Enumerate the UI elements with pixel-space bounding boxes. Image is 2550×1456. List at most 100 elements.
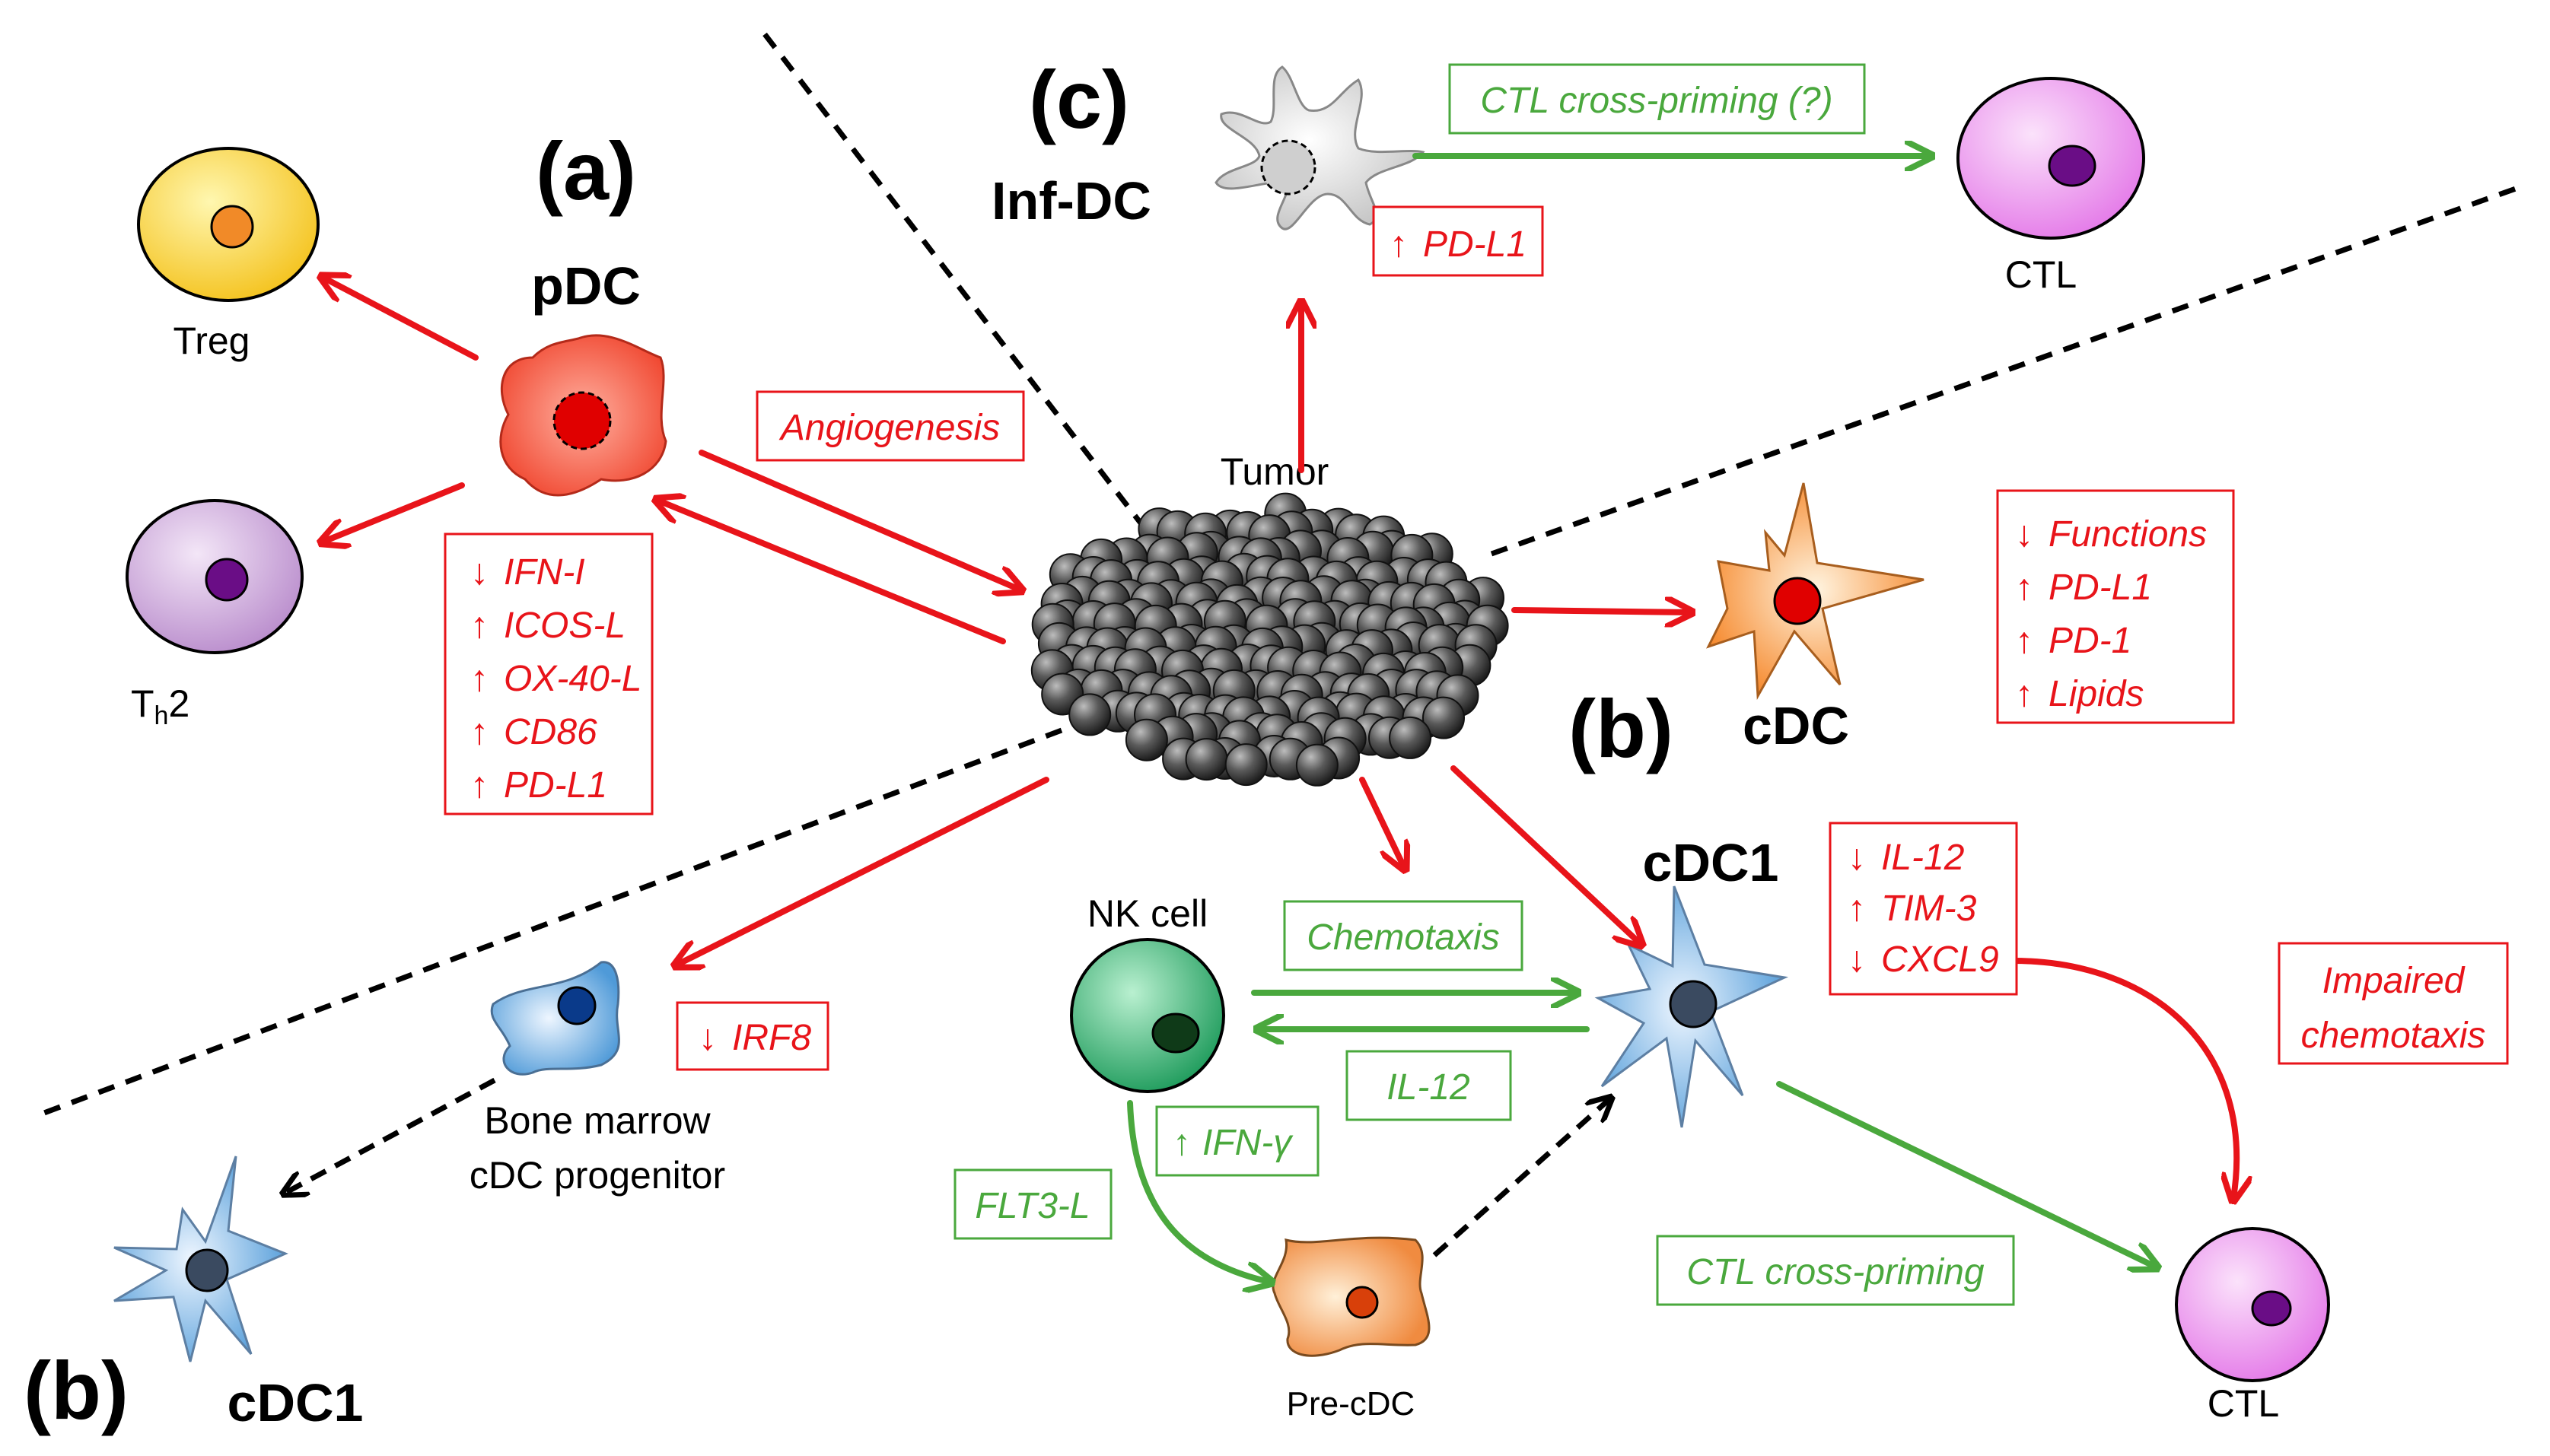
pdc-marker-arrow-up-icon: ↑ (470, 659, 489, 699)
inf-dc-label: Inf-DC (992, 171, 1151, 230)
tumor-cell-ball (1422, 696, 1465, 739)
il12-box (1345, 1050, 1512, 1121)
pdc-marker-arrow-up-icon: ↑ (470, 765, 489, 806)
th2-label-sub: h (154, 701, 169, 730)
tumor-cell-ball (1125, 718, 1168, 761)
dashed-separators (37, 32, 2528, 1118)
label-boxes (444, 63, 2509, 1306)
arrow-progenitor-to-cdc1 (285, 1077, 496, 1193)
tumor-cell-ball (1185, 738, 1228, 781)
pdc-marker-arrow-up-icon: ↑ (470, 606, 489, 646)
cdc-markers-box (1996, 489, 2235, 724)
green-arrows (1127, 156, 2155, 1282)
th2-label-main: T (131, 682, 154, 725)
ctl-bottom-cell (2175, 1227, 2330, 1382)
cdc1-marker-label: TIM-3 (1881, 889, 1977, 929)
arrow-pdc-to-treg (323, 278, 479, 361)
cdc-marker-arrow-up-icon: ↑ (2015, 621, 2033, 661)
cdc1-marker-arrow-down-icon: ↓ (1848, 939, 1866, 980)
ctl-top-label: CTL (2005, 253, 2077, 296)
irf8-arrow: ↓ (699, 1018, 717, 1058)
pre-cdc-label: Pre-cDC (1287, 1385, 1415, 1423)
nk-cell-label: NK cell (1087, 892, 1208, 935)
irf8-text: IRF8 (732, 1018, 811, 1058)
impaired-line1: Impaired (2322, 961, 2466, 1001)
inf-dc-pdl1-box (1372, 205, 1544, 277)
impaired-chemotaxis-box (2278, 942, 2509, 1065)
pdc-marker-label: PD-L1 (504, 765, 607, 806)
angiogenesis-text: Angiogenesis (778, 408, 1000, 448)
arrow-tumor-to-cdc (1511, 610, 1689, 612)
treg-cell (137, 147, 320, 302)
arrow-nk-to-precdc (1127, 1100, 1269, 1282)
pdc-markers-list: ↓IFN-I↑ICOS-L↑OX-40-L↑CD86↑PD-L1 (470, 552, 641, 806)
cdc-label: cDC (1743, 696, 1849, 755)
il12-text: IL-12 (1386, 1067, 1469, 1108)
cdc-marker-arrow-up-icon: ↑ (2015, 567, 2033, 608)
cdc1-bottom-cell (113, 1156, 288, 1362)
tumor-cell-ball (1295, 743, 1339, 787)
cdc1-bottom-label: cDC1 (228, 1373, 364, 1432)
ctl-cross-priming-q-box (1448, 63, 1866, 135)
tumor-label: Tumor (1221, 450, 1329, 493)
treg-label: Treg (174, 319, 250, 362)
ctl-cross-priming-box (1656, 1235, 2015, 1306)
angiogenesis-box (756, 390, 1025, 462)
irf8: ↓ IRF8 (699, 1018, 811, 1058)
arrow-pdc-to-tumor (699, 450, 1020, 590)
arrow-pdc-to-th2 (323, 482, 465, 542)
cdc1-center-label: cDC1 (1643, 833, 1779, 892)
cdc-marker-label: Functions (2049, 514, 2207, 555)
th2-cell (126, 499, 304, 654)
inf-dc-pdl1: ↑ PD-L1 (1390, 224, 1526, 265)
ctl-cross-priming-q-text: CTL cross-priming (?) (1480, 81, 1832, 121)
pdc-marker-arrow-down-icon: ↓ (470, 552, 489, 593)
bm-progenitor-line1: Bone marrow (484, 1099, 711, 1142)
arrow-tumor-to-nk (1359, 777, 1404, 867)
bm-progenitor-label: Bone marrow cDC progenitor (470, 1099, 725, 1197)
cdc1-markers-box (1829, 822, 2018, 996)
ctl-top-cell (1956, 77, 2145, 240)
chemotaxis-box (1283, 900, 1523, 971)
separator-top (762, 32, 1159, 546)
cdc-marker-arrow-up-icon: ↑ (2015, 674, 2033, 714)
cdc1-marker-arrow-up-icon: ↑ (1848, 889, 1866, 929)
arrow-tumor-to-cdc1 (1450, 765, 1640, 943)
th2-label: Th2 (131, 682, 189, 730)
pdc-cell (499, 334, 667, 497)
tumor-cell-ball (1389, 716, 1432, 759)
flt3l-text: FLT3-L (975, 1186, 1090, 1226)
cdc1-center-cell (1594, 885, 1789, 1128)
arrow-cdc1-to-ctl (1776, 1081, 2155, 1267)
bm-progenitor-cell (490, 961, 620, 1076)
arrow-tumor-to-pdc (658, 501, 1006, 644)
cdc-marker-label: PD-1 (2049, 621, 2131, 661)
pdc-marker-label: IFN-I (504, 552, 585, 593)
chemotaxis-text: Chemotaxis (1307, 917, 1499, 958)
inf-dc-cell (1215, 65, 1425, 230)
th2-label-suffix: 2 (168, 682, 189, 725)
cdc1-marker-arrow-down-icon: ↓ (1848, 838, 1866, 878)
ifn-gamma-text: IFN-γ (1202, 1123, 1294, 1163)
panel-label-c: (c) (1029, 53, 1129, 145)
pdc-label: pDC (531, 256, 641, 316)
arrow-cxcl9-to-ctl (2010, 958, 2236, 1198)
cdc-markers-list: ↓Functions↑PD-L1↑PD-1↑Lipids (2015, 514, 2207, 714)
inf-dc-pdl1-arrow: ↑ (1390, 224, 1408, 265)
impaired-line2: chemotaxis (2301, 1016, 2486, 1056)
cdc1-marker-label: IL-12 (1881, 838, 1964, 878)
panel-label-b-bottom: (b) (24, 1344, 129, 1436)
separator-left (37, 727, 1063, 1118)
impaired-chemotaxis-text: Impaired chemotaxis (2301, 961, 2486, 1056)
inf-dc-pdl1-text: PD-L1 (1423, 224, 1526, 265)
pdc-marker-label: OX-40-L (504, 659, 641, 699)
irf8-box (676, 1001, 829, 1071)
bm-progenitor-line2: cDC progenitor (470, 1154, 725, 1197)
separator-right (1490, 182, 2528, 557)
ifn-gamma-arrow: ↑ (1173, 1123, 1191, 1163)
panel-label-a: (a) (536, 125, 636, 217)
ifn-gamma: ↑ IFN-γ (1173, 1123, 1294, 1163)
pdc-marker-label: ICOS-L (504, 606, 626, 646)
ifn-gamma-box (1155, 1105, 1320, 1177)
tumor-cell-ball (1068, 693, 1112, 736)
